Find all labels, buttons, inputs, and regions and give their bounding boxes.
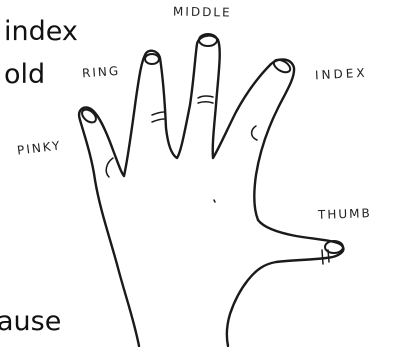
middle-finger-crease (198, 96, 213, 103)
hand-outline (79, 35, 343, 346)
ring-fingernail (145, 54, 159, 64)
pinky-finger-crease (106, 158, 113, 177)
index-finger-crease (252, 126, 257, 140)
finger-label-thumb: THUMB (318, 207, 372, 221)
finger-label-middle: MIDDLE (173, 5, 232, 18)
ring-finger-crease (152, 112, 164, 122)
finger-label-index: INDEX (315, 67, 368, 82)
finger-label-ring: RING (82, 65, 121, 80)
palm-mark (214, 200, 215, 202)
